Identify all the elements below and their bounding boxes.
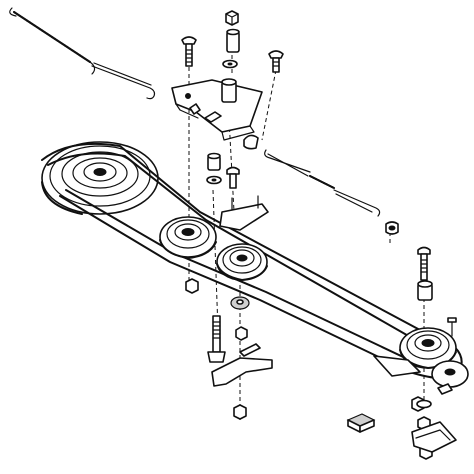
tension-spring [9, 7, 96, 75]
idler-pulley-center [216, 243, 268, 281]
belt-guide [211, 195, 273, 387]
idler-pulley-right [399, 327, 469, 388]
idler-pulley-left [159, 216, 217, 259]
flange-nut [185, 10, 433, 460]
clutch-rod-spring [243, 134, 381, 217]
idler-bracket [171, 79, 263, 141]
spring-rod [91, 62, 156, 100]
carriage-bolt [181, 36, 431, 363]
square-nut [346, 221, 399, 433]
spacer [207, 28, 433, 301]
washer [206, 59, 432, 409]
belt-keeper [373, 317, 457, 453]
